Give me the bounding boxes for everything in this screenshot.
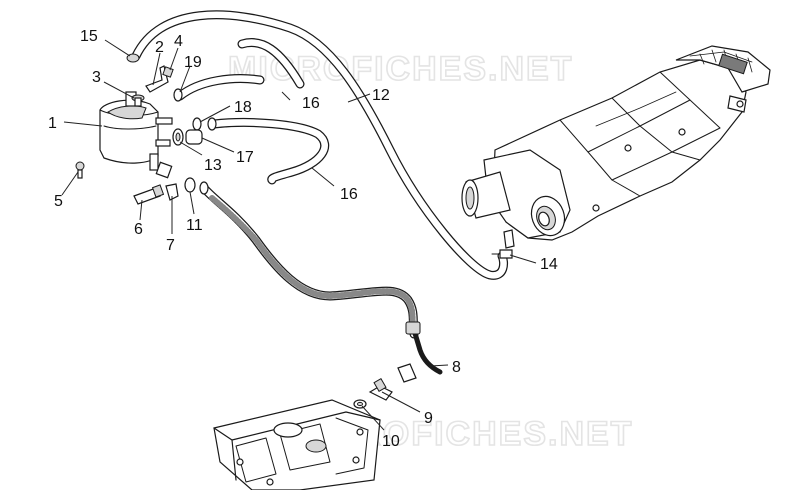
oil-sump [213, 399, 381, 490]
hose-8-end [199, 181, 209, 195]
callout-13: 13 [204, 157, 222, 174]
screw-5 [75, 161, 85, 179]
callout-10: 10 [382, 433, 400, 450]
oil-tank [99, 91, 173, 179]
callout-19: 19 [184, 54, 202, 71]
clip-14 [491, 249, 513, 259]
callout-5: 5 [54, 193, 63, 210]
hose-16-upper [175, 38, 305, 101]
hose-8 [199, 183, 443, 383]
callout-16-upper: 16 [302, 95, 320, 112]
leader-lines [61, 39, 537, 431]
callout-17: 17 [236, 149, 254, 166]
callout-3: 3 [92, 69, 101, 86]
callout-2: 2 [155, 39, 164, 56]
callout-18: 18 [234, 99, 252, 116]
callout-labels: 1 2 3 4 5 6 7 8 9 10 11 12 13 14 15 16 1… [48, 28, 558, 450]
sleeve-13 [172, 128, 184, 146]
washer-10 [353, 399, 367, 409]
callout-4: 4 [174, 33, 183, 50]
callout-11: 11 [186, 217, 203, 234]
callout-16-lower: 16 [340, 186, 358, 203]
callout-14: 14 [540, 256, 558, 273]
hose-16-lower [209, 117, 330, 185]
hose-12 [131, 10, 508, 280]
clamp-11 [184, 177, 196, 193]
clamp-18 [192, 117, 202, 131]
callout-8: 8 [452, 359, 461, 376]
air-filter-box [461, 45, 771, 249]
screw-3 [131, 94, 145, 107]
callout-15: 15 [80, 28, 98, 45]
callout-12: 12 [372, 87, 390, 104]
callout-9: 9 [424, 410, 433, 427]
banjo-7 [165, 183, 179, 201]
hose-end-18 [207, 117, 217, 131]
fitting-9 [368, 377, 393, 401]
fitting-6 [133, 184, 165, 205]
callout-7: 7 [166, 237, 175, 254]
callout-1: 1 [48, 115, 57, 132]
sleeve-17 [185, 129, 203, 145]
bracket-2 [145, 65, 169, 93]
callout-6: 6 [134, 221, 143, 238]
